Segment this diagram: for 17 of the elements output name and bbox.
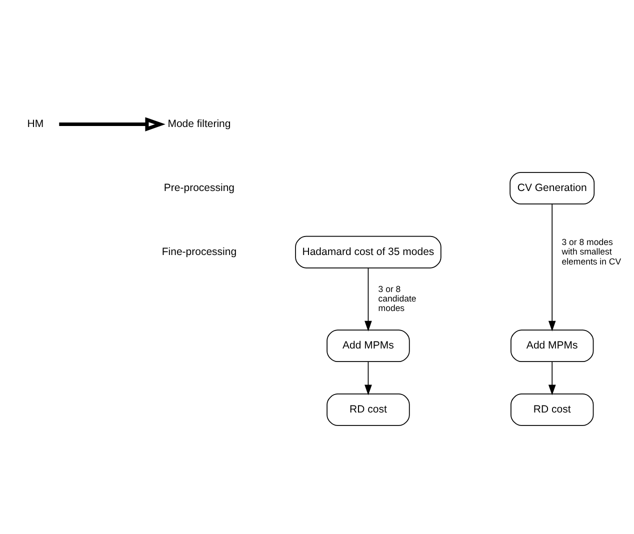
edge-label: 3 or 8 modes with smallest elements in CV (562, 237, 622, 266)
arrow (548, 361, 556, 396)
node-text: HM (27, 118, 44, 130)
node-box: CV Generation (510, 172, 595, 204)
node-box: RD cost (510, 394, 594, 426)
node-box: Add MPMs (510, 330, 594, 362)
arrow (364, 361, 372, 396)
arrow (364, 268, 372, 332)
edge-label: 3 or 8 candidate modes (378, 284, 416, 314)
node-text: Mode filtering (168, 118, 231, 130)
label: Fine-processing (162, 246, 237, 258)
node-box: RD cost (326, 394, 410, 426)
arrow (59, 117, 166, 132)
label: Pre-processing (164, 182, 235, 194)
arrow (548, 204, 556, 332)
node-box: Hadamard cost of 35 modes (295, 236, 442, 268)
node-box: Add MPMs (326, 330, 410, 362)
